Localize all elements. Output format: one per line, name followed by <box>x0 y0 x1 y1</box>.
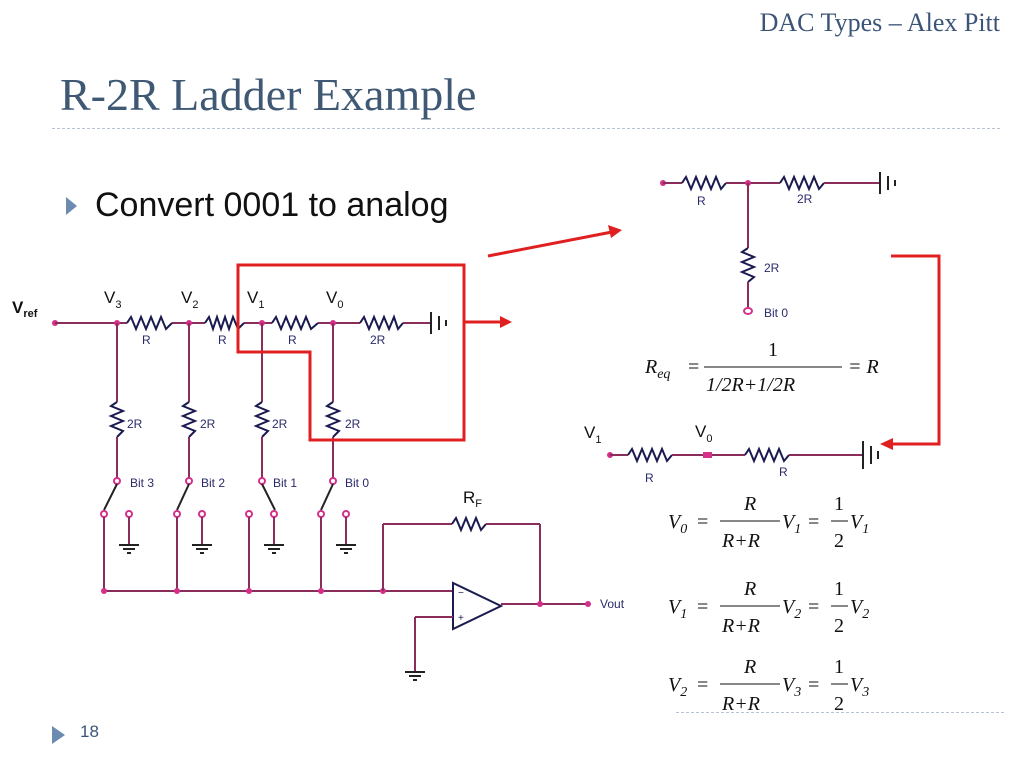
connector-arrow-line <box>891 254 941 446</box>
mid-r-left-label: R <box>645 471 654 485</box>
svg-text:V2: V2 <box>782 596 801 622</box>
svg-text:= R: = R <box>848 356 879 378</box>
bit-switches <box>100 477 350 545</box>
svg-text:V2: V2 <box>668 674 687 700</box>
equation-v0: V0 = R R+R V1 = 1 2 V1 <box>668 493 869 552</box>
bit-label: Bit 3 <box>130 476 154 490</box>
svg-text:1/2R+1/2R: 1/2R+1/2R <box>706 374 795 396</box>
svg-text:1: 1 <box>834 578 844 600</box>
svg-text:R: R <box>743 656 756 678</box>
feedback-resistor-label: RF <box>463 488 482 510</box>
node-label-v1: V1 <box>247 288 264 311</box>
svg-text:V1: V1 <box>782 511 801 537</box>
svg-text:V1: V1 <box>850 511 869 537</box>
page-arrow-icon <box>52 726 65 744</box>
svg-text:=: = <box>697 596 708 618</box>
svg-text:2: 2 <box>834 615 844 637</box>
pointer-arrow-line <box>487 230 613 258</box>
equation-req: Req = 1 1/2R+1/2R = R <box>644 339 879 396</box>
svg-text:R+R: R+R <box>721 693 760 715</box>
bullet-arrow-icon <box>66 196 77 215</box>
svg-text:V3: V3 <box>782 674 801 700</box>
slide-title: R-2R Ladder Example <box>60 69 477 120</box>
series-resistor-label: R <box>218 333 227 347</box>
ground-icons <box>119 544 356 554</box>
bullet-item: Convert 0001 to analog <box>66 186 448 225</box>
connector-arrowhead <box>880 438 893 450</box>
svg-text:=: = <box>697 674 708 696</box>
svg-text:V3: V3 <box>850 674 869 700</box>
svg-text:1: 1 <box>768 339 778 361</box>
svg-text:R: R <box>743 493 756 515</box>
presentation-header: DAC Types – Alex Pitt <box>759 8 1000 37</box>
top-shunt-label: 2R <box>764 261 780 275</box>
top-r-label: R <box>697 194 706 208</box>
subcircuit-middle <box>607 441 879 469</box>
svg-text:=: = <box>808 674 819 696</box>
svg-text:=: = <box>808 596 819 618</box>
series-resistor-label: R <box>142 333 151 347</box>
node-label-v2: V2 <box>181 288 198 311</box>
title-divider <box>52 128 1000 129</box>
svg-text:R+R: R+R <box>721 615 760 637</box>
equation-v2: V2 = R R+R V3 = 1 2 V3 <box>668 656 869 715</box>
op-amp: − + <box>405 581 591 681</box>
footer-divider <box>676 712 1004 713</box>
bit-label: Bit 0 <box>345 476 369 490</box>
output-label: Vout <box>600 597 625 611</box>
highlight-arrowhead <box>500 316 512 328</box>
svg-text:V0: V0 <box>668 511 687 537</box>
svg-text:2: 2 <box>834 530 844 552</box>
svg-text:=: = <box>808 511 819 533</box>
svg-text:R: R <box>743 578 756 600</box>
subcircuit-top <box>660 172 896 315</box>
mid-v1-label: V1 <box>584 423 601 446</box>
top-2r-label: 2R <box>797 192 813 206</box>
shunt-resistor-label: 2R <box>272 417 288 431</box>
shunt-resistor-label: 2R <box>127 417 143 431</box>
pointer-arrowhead <box>608 225 622 238</box>
svg-text:Req: Req <box>644 356 670 382</box>
mid-r-right-label: R <box>779 465 788 479</box>
bit-label: Bit 2 <box>201 476 225 490</box>
vref-label: Vref <box>12 298 38 320</box>
svg-text:R+R: R+R <box>721 530 760 552</box>
svg-text:−: − <box>458 588 464 599</box>
svg-text:1: 1 <box>834 493 844 515</box>
top-bit-label: Bit 0 <box>764 306 788 320</box>
node-label-v3: V3 <box>104 288 121 311</box>
page-number: 18 <box>80 722 99 741</box>
svg-text:=: = <box>688 356 699 378</box>
highlight-box <box>236 263 466 442</box>
shunt-branches <box>108 323 342 478</box>
bit-label: Bit 1 <box>273 476 297 490</box>
svg-text:V1: V1 <box>668 596 687 622</box>
svg-text:+: + <box>458 613 464 624</box>
series-resistor-label: 2R <box>370 333 386 347</box>
summing-bus <box>101 515 541 604</box>
svg-text:=: = <box>697 511 708 533</box>
svg-text:V2: V2 <box>850 596 869 622</box>
bullet-text: Convert 0001 to analog <box>95 186 449 224</box>
series-resistors <box>126 313 404 333</box>
node-label-v0: V0 <box>326 288 343 311</box>
mid-v0-label: V0 <box>695 422 712 445</box>
equation-v1: V1 = R R+R V2 = 1 2 V2 <box>668 578 869 637</box>
series-resistor-label: R <box>288 333 297 347</box>
shunt-resistor-label: 2R <box>345 417 361 431</box>
svg-text:1: 1 <box>834 656 844 678</box>
shunt-resistor-label: 2R <box>200 417 216 431</box>
svg-text:2: 2 <box>834 693 844 715</box>
